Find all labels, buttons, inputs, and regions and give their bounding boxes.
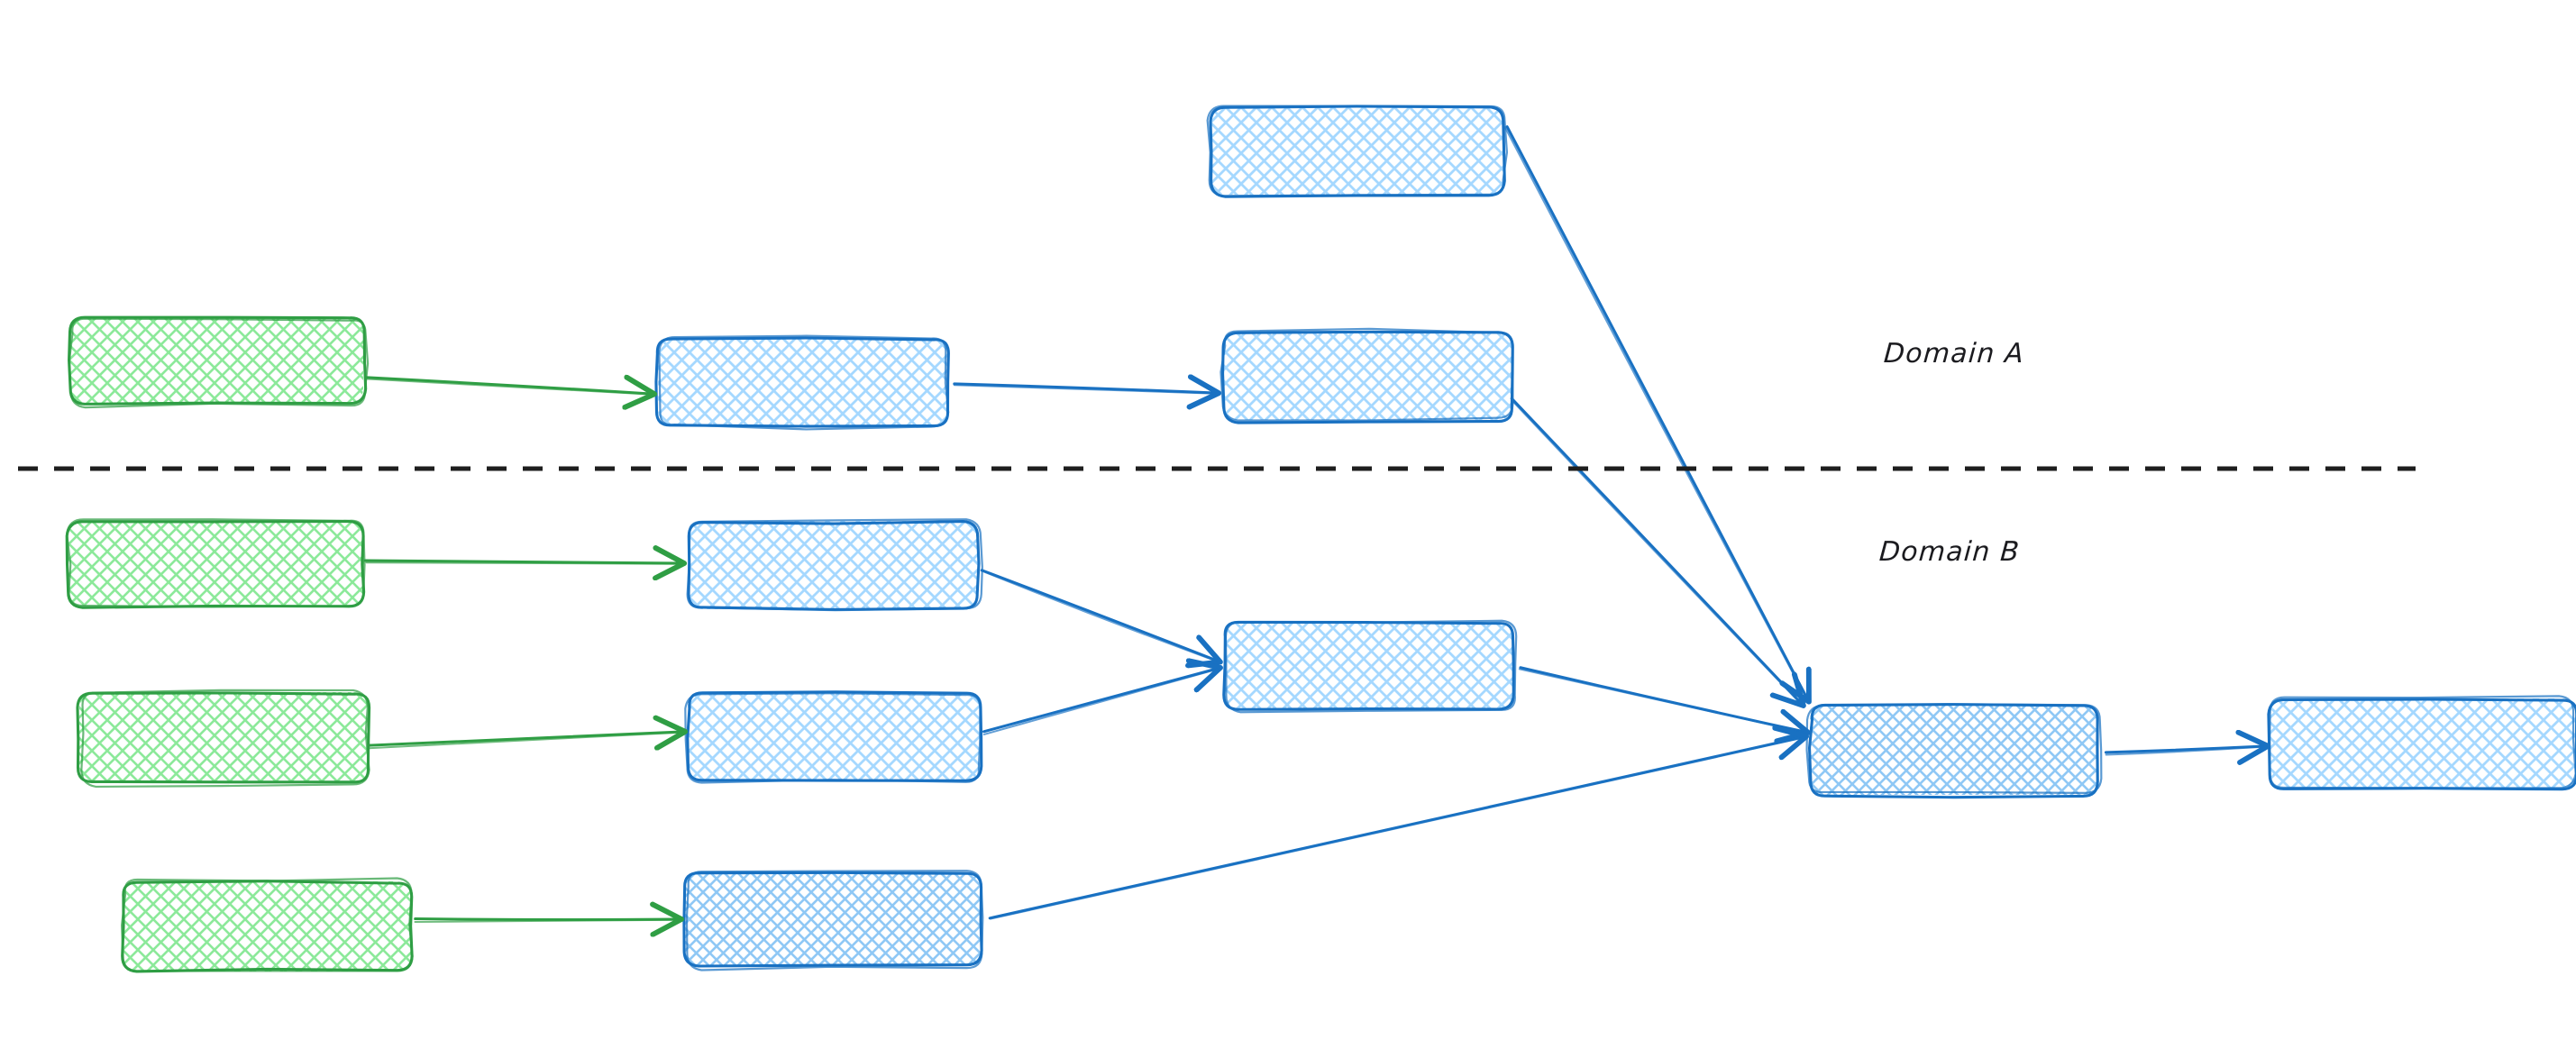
hub-node-fill xyxy=(1810,705,2098,795)
process-node-b2[interactable] xyxy=(684,690,983,784)
edge-b2-to-aggregator[interactable] xyxy=(982,668,1219,735)
process-node-a1[interactable] xyxy=(654,334,950,431)
edge-b2-to-aggregator-line xyxy=(982,669,1217,734)
output-node[interactable] xyxy=(2267,695,2576,791)
edge-top-to-hub-line xyxy=(1505,125,1807,698)
source-node-3[interactable] xyxy=(76,689,371,789)
edge-hub-to-output-line xyxy=(2105,745,2266,756)
nodes-layer xyxy=(65,105,2576,973)
process-node-b3-outline xyxy=(685,870,984,971)
process-node-a2-outline xyxy=(1219,327,1514,422)
output-node-fill xyxy=(2270,698,2576,789)
edge-hub-to-output-line xyxy=(2104,746,2264,753)
edge-a1-to-a2[interactable] xyxy=(953,384,1216,395)
source-node-2-fill xyxy=(69,521,364,606)
source-node-2[interactable] xyxy=(65,518,366,609)
source-node-4-outline xyxy=(121,877,414,972)
edges-layer xyxy=(363,125,2266,923)
edge-b3-to-hub[interactable] xyxy=(988,736,1804,920)
source-node-1-fill xyxy=(70,317,363,404)
edge-hub-to-output[interactable] xyxy=(2104,745,2266,756)
edge-a1-to-a2-line xyxy=(953,384,1216,395)
process-node-top-fill xyxy=(1210,106,1504,195)
edge-aggregator-to-hub[interactable] xyxy=(1518,666,1805,734)
process-node-a2-fill xyxy=(1223,332,1513,420)
edge-b1-to-aggregator[interactable] xyxy=(980,569,1218,662)
process-node-b3[interactable] xyxy=(682,870,984,971)
edge-source3-to-b2-line xyxy=(368,731,683,750)
edge-a2-to-hub-line xyxy=(1511,399,1802,705)
process-node-a1-outline xyxy=(658,334,950,431)
edge-top-to-hub[interactable] xyxy=(1503,125,1808,700)
process-node-top[interactable] xyxy=(1206,105,1509,198)
process-node-b2-outline xyxy=(686,690,983,782)
process-node-a2[interactable] xyxy=(1219,327,1514,424)
edge-source4-to-b3[interactable] xyxy=(414,918,679,923)
edge-source4-to-b3-line xyxy=(414,918,679,923)
aggregator-node[interactable] xyxy=(1222,619,1518,714)
output-node-outline xyxy=(2267,698,2576,791)
hub-node-outline xyxy=(1808,703,2099,799)
output-node-outline xyxy=(2269,695,2576,789)
process-node-a1-fill xyxy=(658,338,948,425)
process-node-b2-fill xyxy=(688,692,980,780)
process-node-b1[interactable] xyxy=(686,518,983,612)
edge-aggregator-to-hub-line xyxy=(1518,668,1805,734)
domain-a-label: Domain A xyxy=(1882,338,2026,369)
source-node-4-fill xyxy=(123,881,411,971)
source-node-1[interactable] xyxy=(68,315,370,409)
process-node-b1-fill xyxy=(688,521,978,609)
edge-source2-to-b1-line xyxy=(365,561,681,565)
edge-top-to-hub-line xyxy=(1503,126,1808,700)
process-node-b3-fill xyxy=(685,872,982,966)
edge-b2-to-aggregator-line xyxy=(982,668,1219,735)
edge-b1-to-aggregator-line xyxy=(980,569,1217,661)
edge-a2-to-hub-line xyxy=(1510,397,1801,703)
hub-node[interactable] xyxy=(1805,703,2103,799)
edge-source2-to-b1[interactable] xyxy=(363,561,681,565)
aggregator-node-fill xyxy=(1224,622,1514,710)
edge-source1-to-a1-line xyxy=(364,378,652,396)
process-node-top-outline xyxy=(1206,105,1509,197)
edge-source3-to-b2[interactable] xyxy=(367,731,683,750)
process-node-b2-outline xyxy=(684,692,982,784)
source-node-4[interactable] xyxy=(121,877,414,973)
edge-a2-to-hub[interactable] xyxy=(1510,397,1802,705)
source-node-2-outline xyxy=(66,518,366,608)
source-node-3-fill xyxy=(79,692,370,782)
source-node-1-outline xyxy=(68,317,370,409)
aggregator-node-outline xyxy=(1224,619,1518,714)
edge-source1-to-a1[interactable] xyxy=(364,378,652,396)
edge-b1-to-aggregator-line xyxy=(980,570,1218,662)
process-node-b1-outline xyxy=(686,518,983,612)
edge-source3-to-b2-line xyxy=(367,732,681,745)
edge-b3-to-hub-line xyxy=(990,736,1804,920)
source-node-3-outline xyxy=(80,689,370,789)
domain-b-label: Domain B xyxy=(1877,536,2022,568)
